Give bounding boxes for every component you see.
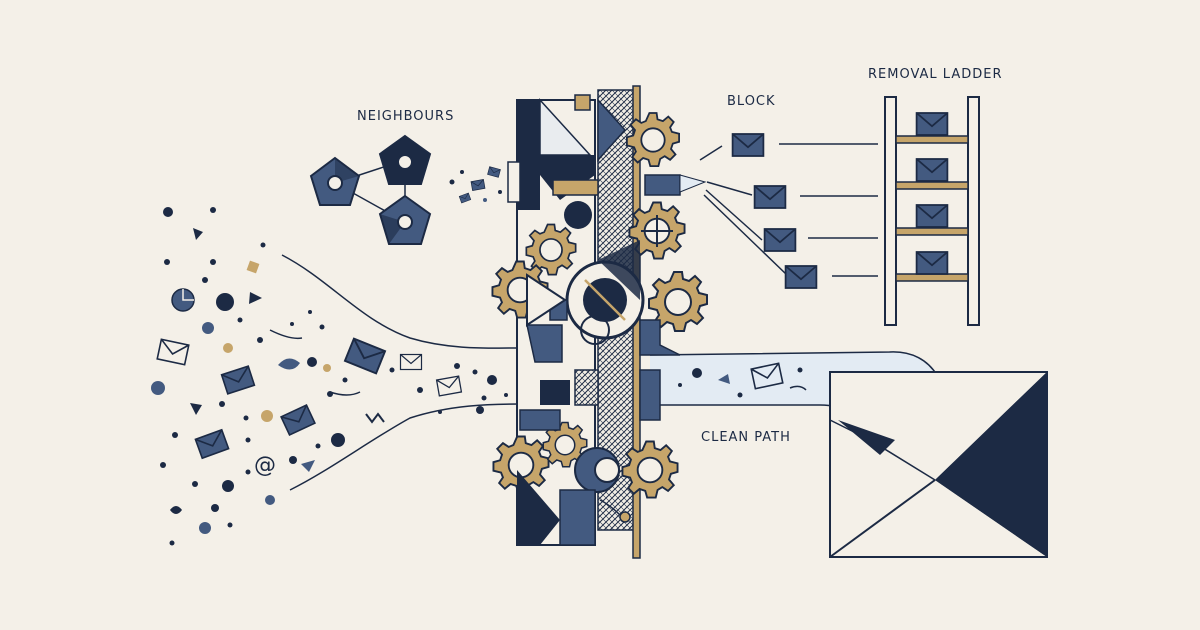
neighbours-label: NEIGHBOURS [357, 109, 455, 124]
block-label: BLOCK [727, 94, 776, 109]
pentagon-node-icon [378, 194, 432, 245]
filter-machine [491, 85, 708, 559]
block-lines [699, 133, 878, 289]
stream-upper-edge [281, 254, 521, 349]
at-sign-icon: @ [254, 453, 276, 478]
inbox-envelope-icon [829, 371, 1048, 558]
pentagon-node-icon [378, 134, 432, 185]
pentagon-node-icon [309, 156, 361, 206]
removal-ladder [884, 96, 980, 326]
neighbour-network [309, 134, 502, 245]
clean-path-label: CLEAN PATH [701, 430, 791, 445]
stream-lower-edge [289, 403, 521, 491]
scattered-messages: @ [151, 207, 508, 546]
removal-ladder-label: REMOVAL LADDER [868, 67, 1003, 82]
